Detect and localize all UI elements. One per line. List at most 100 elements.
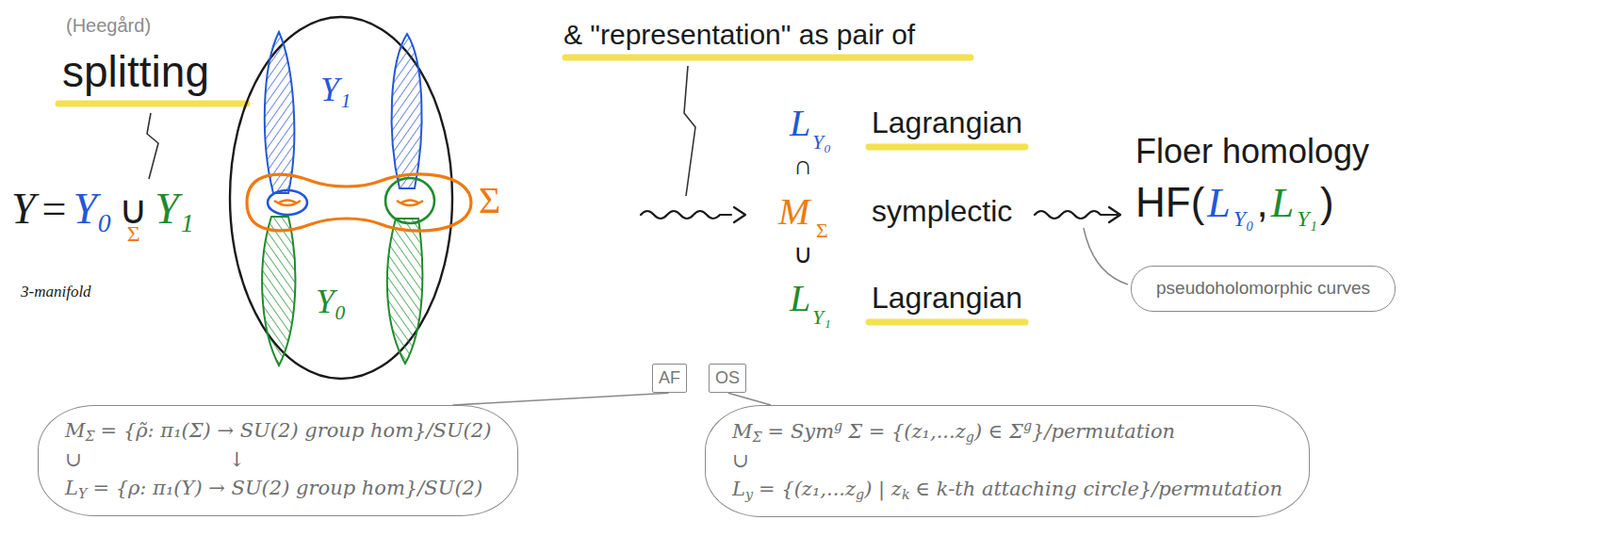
attaching-circle [267, 190, 308, 215]
text-row: OS [715, 366, 740, 391]
attaching-circle [385, 178, 435, 224]
formula-text: = {ρ̃: π₁(Σ) → SU(2) group hom}/SU(2) [100, 417, 492, 445]
arrow-head [1109, 207, 1121, 223]
handlebody-y0 [387, 218, 424, 364]
highlight-underline [565, 54, 971, 62]
arrow-head [734, 207, 746, 223]
keyword-heading: splitting [62, 47, 210, 98]
surface-hole [274, 200, 301, 206]
formula-text: ∪ [732, 447, 750, 475]
equation-row: ∪Σ Y=Y₀ Y₁ [11, 184, 195, 248]
formula-text: ) ∈ Σ [974, 418, 1024, 446]
math-symbol: L [789, 277, 811, 321]
formula-text: ∈ k-th attaching circle}/permutation [915, 475, 1283, 504]
region-label: Σ [478, 179, 501, 223]
formula-text: = {(z₁,...z [758, 475, 856, 504]
tag-box: AF [652, 363, 687, 393]
handlebody-y0 [261, 216, 295, 366]
definition-bubble: MΣ= SymgΣ = {(z₁,...zg) ∈ Σg}/permutatio… [704, 405, 1310, 518]
definition-bubble: MΣ= {ρ̃: π₁(Σ) → SU(2) group hom}/SU(2)∪… [37, 405, 519, 517]
callout-pointer [452, 392, 669, 406]
math-subscript: Y₀ [1233, 206, 1255, 233]
formula-text: g [833, 417, 843, 437]
annotation-note: 3-manifold [20, 282, 92, 302]
formula-text: Y [78, 485, 87, 505]
text-row: LY= {ρ: π₁(Y) → SU(2) group hom}/SU(2) [65, 474, 491, 505]
formula-text: g [1023, 417, 1032, 437]
math-symbol: L [1271, 179, 1294, 229]
formula-text: g [965, 428, 975, 448]
text-row: pseudoholomorphic curves [1156, 276, 1371, 302]
tag-box: OS [708, 363, 747, 393]
region-label: Y₁ [320, 70, 352, 110]
formula-text: M [732, 418, 753, 446]
math-subscript: Σ [127, 221, 141, 248]
formula-text: Σ [752, 428, 763, 448]
math-symbol: HF( [1135, 179, 1205, 228]
squiggle-arrow [640, 211, 732, 219]
math-symbol: = [42, 184, 67, 235]
formula-text: ↓ [228, 446, 246, 474]
callout-tail [1083, 228, 1128, 285]
math-subscript: Y₀ [812, 130, 832, 154]
formula-text: g [855, 486, 865, 506]
union-stack: ∪Σ [118, 187, 148, 248]
callout-pointer [728, 392, 771, 406]
formula-text: L [732, 475, 746, 504]
math-symbol: M [778, 190, 810, 234]
highlight-underline [58, 100, 247, 108]
leader-line [146, 113, 159, 180]
math-subscript: Σ [816, 218, 829, 243]
callout-text: pseudoholomorphic curves [1156, 276, 1371, 302]
math-symbol: Y [11, 184, 36, 235]
math-subscript: Y₁ [812, 305, 832, 329]
formula-text: ) | z [864, 475, 902, 504]
surface-hole [396, 200, 424, 206]
keyword-heading: Lagrangian [871, 105, 1023, 141]
highlight-underline [868, 319, 1026, 327]
formula-text: Σ = {(z₁,...z [848, 418, 966, 446]
result-heading: Floer homology [1135, 131, 1370, 171]
tag-text: AF [658, 366, 681, 391]
formula-text: k [901, 486, 911, 506]
formula-text: = Sym [767, 418, 834, 446]
keyword-heading: & "representation" as pair of [563, 18, 915, 52]
highlight-underline [868, 144, 1026, 151]
formula-text: ∪ [65, 446, 82, 474]
surface-hole [277, 200, 297, 205]
math-symbol: L [1207, 179, 1230, 229]
squiggle-arrow [1034, 211, 1118, 219]
text-row: ∪↓ [65, 446, 491, 474]
manifold-outline [229, 16, 453, 379]
text-row: MΣ= SymgΣ = {(z₁,...zg) ∈ Σg}/permutatio… [732, 417, 1283, 448]
math-symbol: ∩ [793, 150, 813, 181]
handlebody-y1 [264, 32, 295, 194]
math-symbol: ∪ [793, 239, 814, 270]
keyword-heading: symplectic [871, 194, 1013, 229]
text-row: Ly= {(z₁,...zg) | zk∈ k-th attaching cir… [732, 475, 1283, 506]
formula-text: }/permutation [1031, 418, 1176, 446]
math-symbol: L [789, 101, 811, 146]
math-symbol: , [1257, 179, 1269, 228]
text-row: AF [658, 366, 681, 391]
formula-text: Σ [85, 427, 96, 447]
formula-text: y [745, 486, 753, 506]
keyword-heading: Lagrangian [871, 280, 1023, 316]
surface-hole [400, 200, 420, 205]
leader-line [684, 65, 696, 196]
formula-text: L [65, 474, 79, 503]
math-symbol: ) [1320, 179, 1335, 228]
math-symbol: Y₀ [73, 184, 114, 235]
math-subscript: Y₁ [1296, 206, 1318, 233]
homology-row: HF(LY₀,LY₁) [1135, 179, 1335, 229]
handlebody-y1 [391, 33, 423, 189]
text-row: ∪ [732, 447, 1283, 475]
math-symbol: Y₁ [154, 184, 195, 235]
tag-text: OS [715, 366, 740, 391]
annotation-note: (Heegård) [65, 15, 151, 37]
text-row: MΣ= {ρ̃: π₁(Σ) → SU(2) group hom}/SU(2) [65, 417, 491, 447]
region-label: Y₀ [315, 282, 347, 322]
callout-bubble: pseudoholomorphic curves [1130, 265, 1396, 312]
formula-text: M [65, 417, 86, 445]
